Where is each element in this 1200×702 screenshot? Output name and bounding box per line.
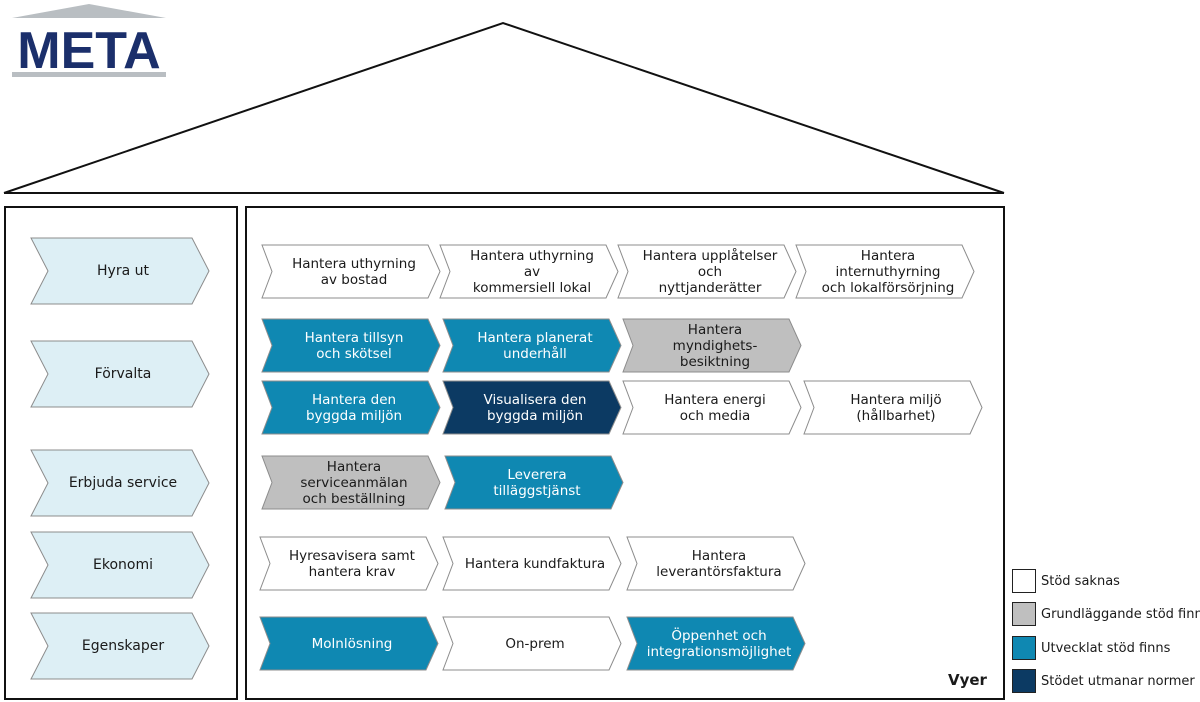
process-hyresavisera: Hyresavisera samt hantera krav — [259, 536, 439, 591]
process-label: Hantera den byggda miljön — [305, 391, 403, 424]
legend-swatch — [1012, 636, 1036, 660]
category-forvalta: Förvalta — [30, 340, 210, 408]
process-on-prem: On-prem — [442, 616, 622, 671]
chevron-shape — [261, 318, 441, 373]
process-hantera-myndighetsbesiktning: Hantera myndighets- besiktning — [622, 318, 802, 373]
chevron-shape — [261, 455, 441, 510]
chevron-shape — [803, 380, 983, 435]
legend-swatch — [1012, 569, 1036, 593]
category-label: Egenskaper — [81, 638, 165, 654]
chevron-shape — [439, 244, 619, 299]
category-label: Hyra ut — [97, 263, 149, 279]
process-hantera-uthyrning-kommersiell-lokal: Hantera uthyrning av kommersiell lokal — [439, 244, 619, 299]
category-label: Ekonomi — [93, 557, 153, 573]
process-molnlosning: Molnlösning — [259, 616, 439, 671]
process-label: Hantera uthyrning av kommersiell lokal — [470, 247, 594, 296]
process-label: Hantera uthyrning av bostad — [292, 255, 416, 288]
process-label: On-prem — [505, 635, 565, 652]
chevron-shape — [30, 237, 210, 305]
chevron-shape — [626, 616, 806, 671]
process-label: Hantera upplåtelser och nyttjanderätter — [642, 247, 778, 296]
process-label: Hantera serviceanmälan och beställning — [300, 458, 408, 507]
process-label: Hantera energi och media — [664, 391, 766, 424]
chevron-shape — [259, 536, 439, 591]
house-roof — [3, 21, 1005, 194]
legend-item-developed: Utvecklat stöd finns — [1012, 636, 1170, 660]
legend-swatch — [1012, 602, 1036, 626]
process-label: Hantera myndighets- besiktning — [672, 321, 758, 370]
chevron-shape — [442, 380, 622, 435]
process-leverera-tillaggstjanst: Leverera tilläggstjänst — [444, 455, 624, 510]
process-label: Hantera planerat underhåll — [477, 329, 593, 362]
logo-text: META — [17, 22, 160, 80]
process-hantera-upplatelser: Hantera upplåtelser och nyttjanderätter — [617, 244, 797, 299]
chevron-shape — [30, 612, 210, 680]
legend-label: Utvecklat stöd finns — [1041, 640, 1171, 656]
process-hantera-energi: Hantera energi och media — [622, 380, 802, 435]
process-label: Hantera tillsyn och skötsel — [304, 329, 404, 362]
process-label: Öppenhet och integrationsmöjlighet — [646, 627, 792, 660]
chevron-shape — [617, 244, 797, 299]
category-erbjuda-service: Erbjuda service — [30, 449, 210, 517]
process-hantera-byggda-miljon: Hantera den byggda miljön — [261, 380, 441, 435]
logo-underline — [12, 72, 166, 77]
process-hantera-internuthyrning: Hantera internuthyrning och lokalförsörj… — [795, 244, 975, 299]
process-hantera-kundfaktura: Hantera kundfaktura — [442, 536, 622, 591]
category-frame — [4, 206, 238, 700]
meta-logo: META — [12, 4, 166, 80]
chevron-shape — [30, 449, 210, 517]
process-label: Hantera miljö (hållbarhet) — [850, 391, 942, 424]
chevron-shape — [622, 318, 802, 373]
legend-item-none: Stöd saknas — [1012, 569, 1120, 593]
legend-item-leading: Stödet utmanar normer — [1012, 669, 1195, 693]
category-label: Erbjuda service — [68, 475, 178, 491]
process-hantera-planerat-underhall: Hantera planerat underhåll — [442, 318, 622, 373]
legend-label: Stödet utmanar normer — [1041, 673, 1195, 689]
process-hantera-miljo: Hantera miljö (hållbarhet) — [803, 380, 983, 435]
category-ekonomi: Ekonomi — [30, 531, 210, 599]
process-label: Molnlösning — [311, 635, 393, 652]
process-label: Visualisera den byggda miljön — [483, 391, 587, 424]
views-label: Vyer — [948, 671, 987, 689]
chevron-shape — [442, 536, 622, 591]
legend-swatch — [1012, 669, 1036, 693]
category-label: Förvalta — [94, 366, 152, 382]
process-hantera-serviceanmalan: Hantera serviceanmälan och beställning — [261, 455, 441, 510]
process-oppenhet-integration: Öppenhet och integrationsmöjlighet — [626, 616, 806, 671]
process-hantera-leverantorsfaktura: Hantera leverantörsfaktura — [626, 536, 806, 591]
chevron-shape — [622, 380, 802, 435]
chevron-shape — [444, 455, 624, 510]
process-label: Hyresavisera samt hantera krav — [289, 547, 415, 580]
chevron-shape — [30, 340, 210, 408]
process-label: Hantera leverantörsfaktura — [656, 547, 782, 580]
legend-label: Stöd saknas — [1041, 573, 1120, 589]
chevron-shape — [626, 536, 806, 591]
process-label: Hantera internuthyrning och lokalförsörj… — [821, 247, 955, 296]
process-hantera-tillsyn: Hantera tillsyn och skötsel — [261, 318, 441, 373]
chevron-shape — [30, 531, 210, 599]
chevron-shape — [795, 244, 975, 299]
process-label: Hantera kundfaktura — [464, 555, 606, 572]
process-hantera-uthyrning-bostad: Hantera uthyrning av bostad — [261, 244, 441, 299]
legend-item-basic: Grundläggande stöd finns — [1012, 602, 1200, 626]
chevron-shape — [259, 616, 439, 671]
process-frame — [245, 206, 1005, 700]
chevron-shape — [261, 380, 441, 435]
process-visualisera-byggda-miljon: Visualisera den byggda miljön — [442, 380, 622, 435]
chevron-shape — [261, 244, 441, 299]
process-label: Leverera tilläggstjänst — [493, 466, 581, 499]
legend-label: Grundläggande stöd finns — [1041, 606, 1200, 622]
logo-roof-shape — [12, 4, 166, 18]
category-egenskaper: Egenskaper — [30, 612, 210, 680]
chevron-shape — [442, 318, 622, 373]
chevron-shape — [442, 616, 622, 671]
category-hyra-ut: Hyra ut — [30, 237, 210, 305]
